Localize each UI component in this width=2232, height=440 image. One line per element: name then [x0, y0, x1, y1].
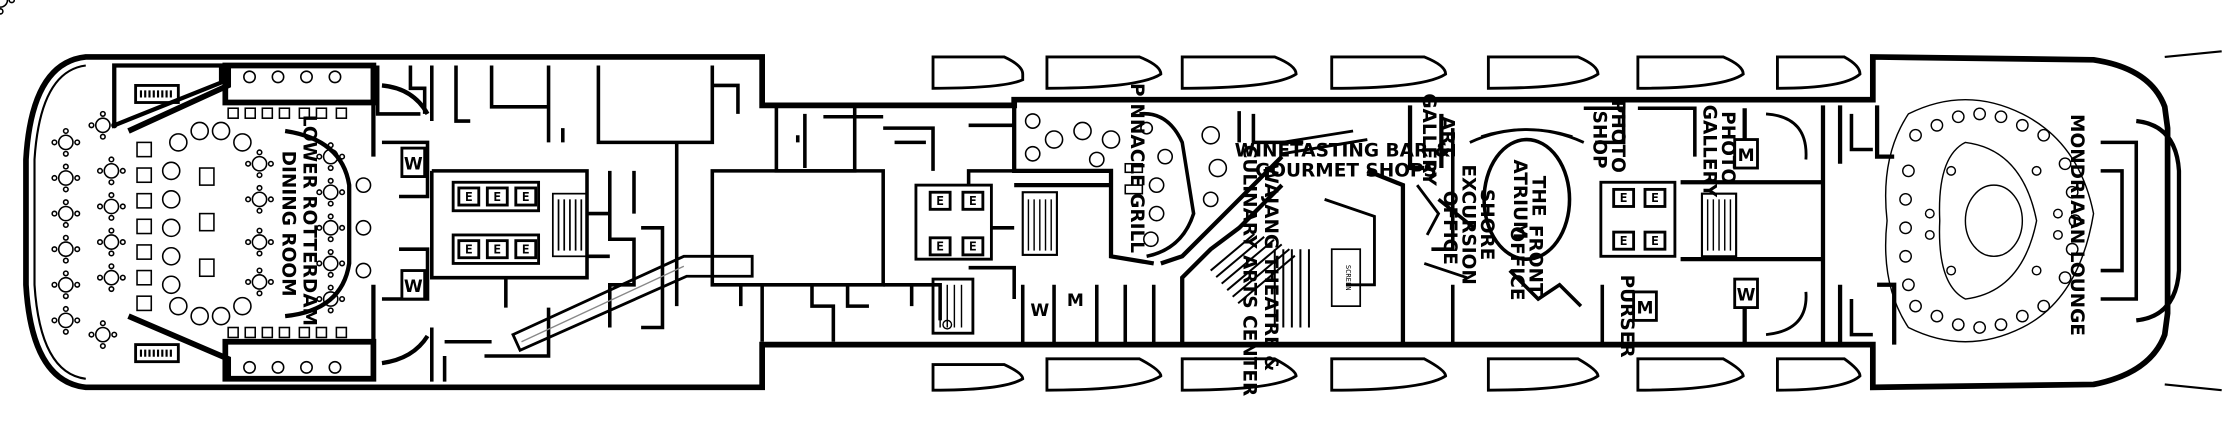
- lifeboats-top: [931, 55, 1862, 90]
- elevator-icon: [485, 239, 509, 260]
- svg-text:E: E: [493, 190, 501, 205]
- aft-core: E E E E M W M: [1599, 105, 1843, 345]
- dining-tables: [0, 0, 16, 15]
- label-shore-excursion-office: SHORE EXCURSION OFFICE: [1439, 164, 1497, 291]
- label-wajang-theatre: WAJANG THEATRE & CULINARY ARTS CENTER: [1238, 145, 1280, 396]
- svg-text:E: E: [522, 190, 530, 205]
- mondriaan-lounge-area: MONDRIAAN LOUNGE: [1849, 98, 2139, 345]
- svg-text:M: M: [1738, 146, 1755, 166]
- elevator-icon: [961, 236, 985, 257]
- dining-room-area: LOWER ROTTERDAM DINING ROOM: [0, 0, 430, 382]
- elevator-icon: [514, 239, 538, 260]
- elevator-icon: [961, 190, 985, 211]
- elevator-icon: [1612, 187, 1636, 208]
- elevator-icon: [1612, 230, 1636, 251]
- svg-text:E: E: [936, 240, 944, 255]
- elevator-icon: [928, 190, 952, 211]
- svg-text:E: E: [936, 194, 944, 209]
- elevator-icon: [1643, 187, 1667, 208]
- elevator-icon: [457, 239, 481, 260]
- svg-text:E: E: [493, 242, 501, 257]
- pinnacle-grill-area: PINNACLE GRILL WINETASTING BAR & GOURMET…: [1012, 83, 1458, 266]
- label-mondriaan-lounge: MONDRIAAN LOUNGE: [2066, 114, 2087, 336]
- svg-text:E: E: [1620, 234, 1628, 249]
- label-front-office: FRONT OFFICE: [1506, 225, 1546, 302]
- forward-restrooms: W W: [400, 146, 427, 301]
- svg-text:M: M: [1636, 298, 1653, 318]
- svg-text:W: W: [1030, 301, 1049, 321]
- svg-text:M: M: [1067, 291, 1084, 311]
- svg-text:W: W: [404, 154, 423, 174]
- elevator-icon: [928, 236, 952, 257]
- label-purser: PURSER: [1616, 275, 1637, 358]
- svg-text:E: E: [522, 242, 530, 257]
- elevator-icon: [485, 186, 509, 207]
- svg-text:SCREEN: SCREEN: [1344, 265, 1353, 291]
- label-art-gallery: ART GALLERY: [1418, 93, 1458, 186]
- svg-text:E: E: [969, 240, 977, 255]
- hull-outline: [23, 50, 2222, 392]
- elevator-icon: [457, 186, 481, 207]
- forward-core: [375, 65, 1016, 382]
- label-the-atrium: THE ATRIUM: [1509, 159, 1549, 239]
- escalator: [511, 254, 754, 353]
- elevator-icon: [1643, 230, 1667, 251]
- mid-restrooms: W M: [1020, 284, 1156, 345]
- label-pinnacle-grill: PINNACLE GRILL: [1126, 83, 1147, 253]
- svg-text:W: W: [404, 277, 423, 297]
- label-lower-rotterdam-dining-room: LOWER ROTTERDAM DINING ROOM: [277, 115, 319, 333]
- label-photo-gallery: PHOTO GALLERY: [1698, 105, 1738, 198]
- forward-stairs: [415, 153, 588, 293]
- svg-text:E: E: [465, 190, 473, 205]
- atrium-area: ART GALLERY THE ATRIUM SHORE EXCURSION O…: [1407, 93, 1738, 358]
- svg-text:E: E: [969, 194, 977, 209]
- elevator-icon: [514, 186, 538, 207]
- svg-text:E: E: [1651, 191, 1659, 206]
- forward-elevators: E E E E E E: [451, 180, 541, 265]
- svg-text:W: W: [1737, 285, 1756, 305]
- svg-text:E: E: [1620, 191, 1628, 206]
- mid-elevators: E E E E: [914, 183, 993, 335]
- svg-text:E: E: [1651, 234, 1659, 249]
- theatre-area: SCREEN WAJANG THEATRE & CULINARY ARTS CE…: [1180, 145, 1406, 396]
- label-winetasting-bar: WINETASTING BAR & GOURMET SHOPS: [1235, 141, 1458, 182]
- lifeboats-bottom: [931, 357, 1862, 392]
- svg-text:E: E: [465, 242, 473, 257]
- label-photo-shop: PHOTO SHOP: [1589, 100, 1629, 180]
